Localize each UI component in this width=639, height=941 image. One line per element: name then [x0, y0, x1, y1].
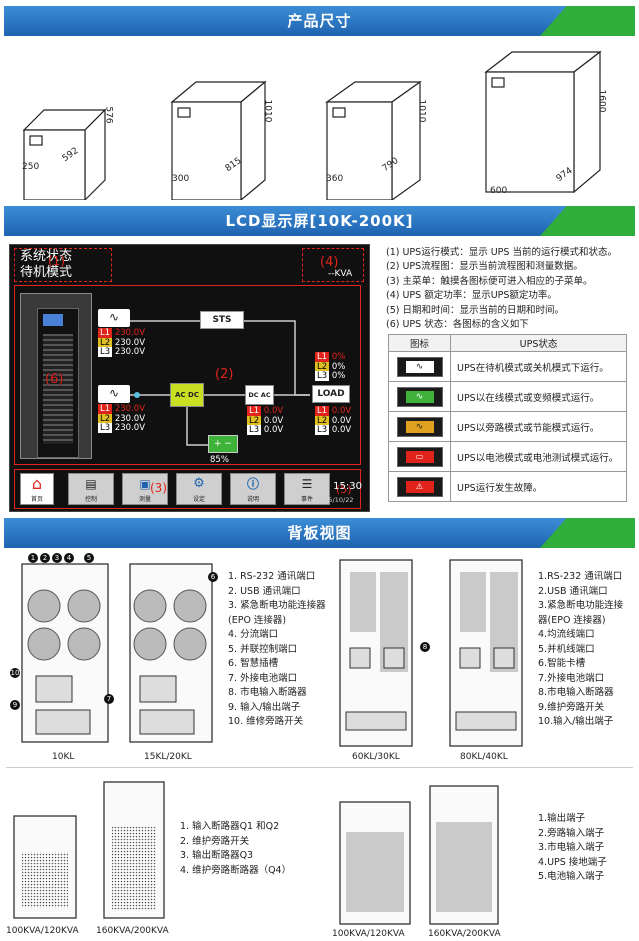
- menu-home-button[interactable]: ⌂ 首页: [20, 473, 54, 505]
- callout-4: 4: [64, 553, 74, 563]
- output-voltages: L1 0.0V L2 0.0V L3 0.0V: [315, 406, 352, 435]
- main-menu-frame: [14, 469, 361, 509]
- marker-6: (6): [45, 372, 64, 387]
- event-log-icon: ☰: [301, 477, 313, 491]
- callout-2: 2: [40, 553, 50, 563]
- marker-2: (2): [215, 367, 234, 382]
- divider: [6, 767, 633, 768]
- input-voltages: L1 230.0V L2 230.0V L3 230.0V: [98, 404, 146, 433]
- dim-height-1: 576: [103, 106, 114, 124]
- callout-7: 7: [104, 694, 114, 704]
- back-panel-drawings-row2: [13, 781, 499, 925]
- lcd-description: (1) UPS运行模式：显示 UPS 当前的运行模式和状态。 (2) UPS流程…: [386, 247, 617, 331]
- status-mode: 待机模式: [20, 265, 73, 280]
- menu-measure-button[interactable]: ▣ 测量: [122, 473, 168, 505]
- callout-3: 3: [52, 553, 62, 563]
- lcd-screen: 系统状态 待机模式 (1) (4) --KVA (6) ∿ L1 230.0V …: [9, 244, 370, 512]
- banner-back-panel: 背板视图: [4, 518, 635, 548]
- mains-input-icon[interactable]: ∿: [98, 385, 130, 403]
- caption-100kva-a: 100KVA/120KVA: [6, 926, 79, 936]
- info-icon: ⓘ: [246, 477, 259, 491]
- callout-9: 9: [10, 700, 20, 710]
- bypass-voltages: L1 230.0V L2 230.0V L3 230.0V: [98, 328, 146, 357]
- standby-icon: ∿: [396, 356, 443, 377]
- dim-width-3: 360: [326, 174, 344, 184]
- callout-1: 1: [28, 553, 38, 563]
- menu-info-button[interactable]: ⓘ 说明: [230, 473, 276, 505]
- rated-kva: --KVA: [328, 269, 353, 279]
- control-icon: ▤: [85, 477, 97, 491]
- flow-frame: [14, 285, 361, 465]
- dim-height-4: 1600: [596, 89, 607, 113]
- inverter-voltages: L1 0.0V L2 0.0V L3 0.0V: [247, 406, 284, 435]
- marker-5: (5): [336, 483, 352, 496]
- caption-15kl: 15KL/20KL: [144, 752, 192, 762]
- power-box: [302, 248, 364, 282]
- back-panel-drawings-row1: [21, 559, 523, 747]
- bypass-icon: ∿: [396, 416, 443, 437]
- caption-60kl: 60KL/30KL: [352, 752, 400, 762]
- callout-6: 6: [208, 572, 218, 582]
- caption-160kva-b: 160KVA/200KVA: [428, 929, 501, 939]
- inverter-block[interactable]: DC AC: [245, 385, 274, 405]
- dim-width-2: 300: [172, 174, 190, 184]
- battery-icon[interactable]: + −: [208, 435, 238, 453]
- caption-160kva-a: 160KVA/200KVA: [96, 926, 169, 936]
- menu-control-button[interactable]: ▤ 控制: [68, 473, 114, 505]
- battery-mode-icon: ▭: [396, 446, 443, 467]
- ups-status-panel[interactable]: (6): [20, 293, 92, 459]
- gear-icon: ⚙: [193, 476, 205, 491]
- measure-icon: ▣: [139, 477, 151, 491]
- load-percent: L1 0% L2 0% L3 0%: [315, 352, 346, 381]
- caption-100kva-b: 100KVA/120KVA: [332, 929, 405, 939]
- bypass-input-icon[interactable]: ∿: [98, 309, 130, 327]
- dimension-drawings: [22, 50, 602, 200]
- clock-time: 15:30: [333, 481, 362, 492]
- marker-3: (3): [150, 481, 167, 495]
- battery-level: 85%: [210, 455, 229, 465]
- caption-10kl: 10KL: [52, 752, 75, 762]
- marker-4: (4): [320, 255, 339, 270]
- home-icon: ⌂: [31, 474, 43, 493]
- dim-width-4: 600: [490, 186, 508, 196]
- menu-settings-button[interactable]: ⚙ 设定: [176, 473, 222, 505]
- menu-event-button[interactable]: ☰ 事件: [284, 473, 330, 505]
- banner-lcd: LCD显示屏[10K-200K]: [4, 206, 635, 236]
- fault-icon: ⚠: [396, 476, 443, 497]
- sts-block[interactable]: STS: [200, 311, 244, 329]
- callout-8: 8: [420, 642, 430, 652]
- marker-1: (1): [48, 254, 65, 268]
- callout-5: 5: [84, 553, 94, 563]
- dim-width-1: 250: [22, 162, 40, 172]
- mode-box: [14, 248, 112, 282]
- load-block[interactable]: LOAD: [312, 385, 350, 403]
- status-title: 系统状态: [20, 249, 73, 264]
- callout-10: 10: [10, 668, 20, 678]
- clock-date: 2015/10/22: [316, 496, 354, 504]
- rectifier-block[interactable]: AC DC: [170, 383, 204, 407]
- dim-height-3: 1010: [416, 99, 427, 123]
- caption-80kl: 80KL/40KL: [460, 752, 508, 762]
- online-icon: ∿: [396, 386, 443, 407]
- banner-product-size: 产品尺寸: [4, 6, 635, 36]
- dim-height-2: 1010: [262, 99, 273, 123]
